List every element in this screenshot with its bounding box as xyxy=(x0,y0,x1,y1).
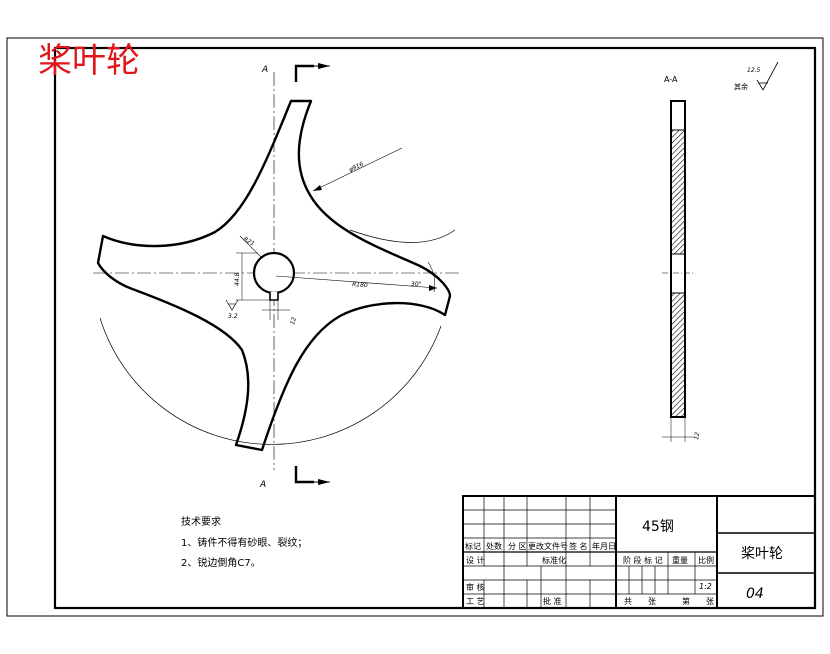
envelope-arc-upper xyxy=(349,229,456,243)
tb-review: 审 核 xyxy=(466,582,485,592)
tb-sheet-no-unit: 张 xyxy=(706,597,714,606)
tech-req-item-1: 1、铸件不得有砂眼、裂纹； xyxy=(181,536,307,549)
tb-sheet-no: 第 xyxy=(682,596,690,606)
tb-sheets-total: 共 xyxy=(624,597,632,606)
tb-scale-value: 1:2 xyxy=(699,582,712,591)
tb-weight: 重量 xyxy=(672,555,688,565)
shaft-hole xyxy=(252,251,296,295)
tb-header-zone: 分 区 xyxy=(508,542,527,551)
tb-designer: 设 计 xyxy=(466,555,485,565)
section-cut-top xyxy=(294,64,314,82)
dim-angle: 30° xyxy=(411,281,422,288)
roughness-hole-value: 3.2 xyxy=(228,313,238,320)
inner-border xyxy=(53,46,817,610)
roughness-general xyxy=(756,61,779,91)
section-outline xyxy=(670,100,686,418)
impeller-outline xyxy=(96,99,452,452)
dim-hole-radius: R21 xyxy=(242,236,256,248)
section-marker-bottom: A xyxy=(259,480,266,490)
dim-radius-leader xyxy=(275,275,438,289)
tb-header-count: 处数 xyxy=(486,541,502,551)
tb-approve: 批 准 xyxy=(543,596,562,606)
dim-key-width: 12 xyxy=(289,316,298,325)
tb-material: 45钢 xyxy=(642,519,674,535)
keyway xyxy=(269,292,279,301)
section-cut-bottom xyxy=(294,466,314,484)
tb-header-doc: 更改文件号 xyxy=(528,541,568,551)
dim-angle-arc xyxy=(427,261,435,293)
tb-standardize: 标准化 xyxy=(542,555,566,565)
dim-hole-leader xyxy=(239,235,263,259)
roughness-general-label: 其余 xyxy=(734,82,748,91)
section-view xyxy=(662,100,694,442)
roughness-symbol-hole xyxy=(225,299,239,311)
envelope-arc xyxy=(99,317,442,445)
section-view-label: A-A xyxy=(664,75,678,84)
tb-process: 工 艺 xyxy=(466,597,485,606)
dim-big-radius: R180 xyxy=(352,281,368,289)
tb-scale: 比例 xyxy=(698,555,714,565)
dim-thickness: 12 xyxy=(693,431,701,440)
tb-header-date: 年月日 xyxy=(592,541,616,551)
dim-key-depth: 44.8 xyxy=(234,272,241,286)
roughness-general-value: 12.5 xyxy=(747,67,761,74)
tb-stage: 阶 段 标 记 xyxy=(623,555,663,565)
tb-part-name: 桨叶轮 xyxy=(741,545,783,562)
section-marker-top: A xyxy=(261,65,268,75)
section-hatch-top xyxy=(671,130,685,254)
section-hatch-bottom xyxy=(671,293,685,417)
dim-radius-arrow xyxy=(429,285,437,291)
tb-drawing-no: 04 xyxy=(746,586,764,602)
outer-border xyxy=(6,37,824,617)
dim-outer-diameter: φ916 xyxy=(348,161,365,174)
tb-sheets-total-unit: 张 xyxy=(648,597,656,606)
tb-header-mark: 标记 xyxy=(465,541,481,551)
dim-outer-arrow xyxy=(313,185,322,191)
dim-outer-leader xyxy=(312,147,403,192)
drawing-title-red: 桨叶轮 xyxy=(38,41,140,81)
section-arrowhead-bottom xyxy=(318,479,330,485)
tech-req-heading: 技术要求 xyxy=(181,515,221,528)
tb-header-sign: 签 名 xyxy=(569,541,588,551)
tech-req-item-2: 2、锐边倒角C7。 xyxy=(181,556,261,569)
main-view xyxy=(93,63,460,485)
title-block xyxy=(462,495,816,609)
section-arrowhead-top xyxy=(318,63,330,69)
